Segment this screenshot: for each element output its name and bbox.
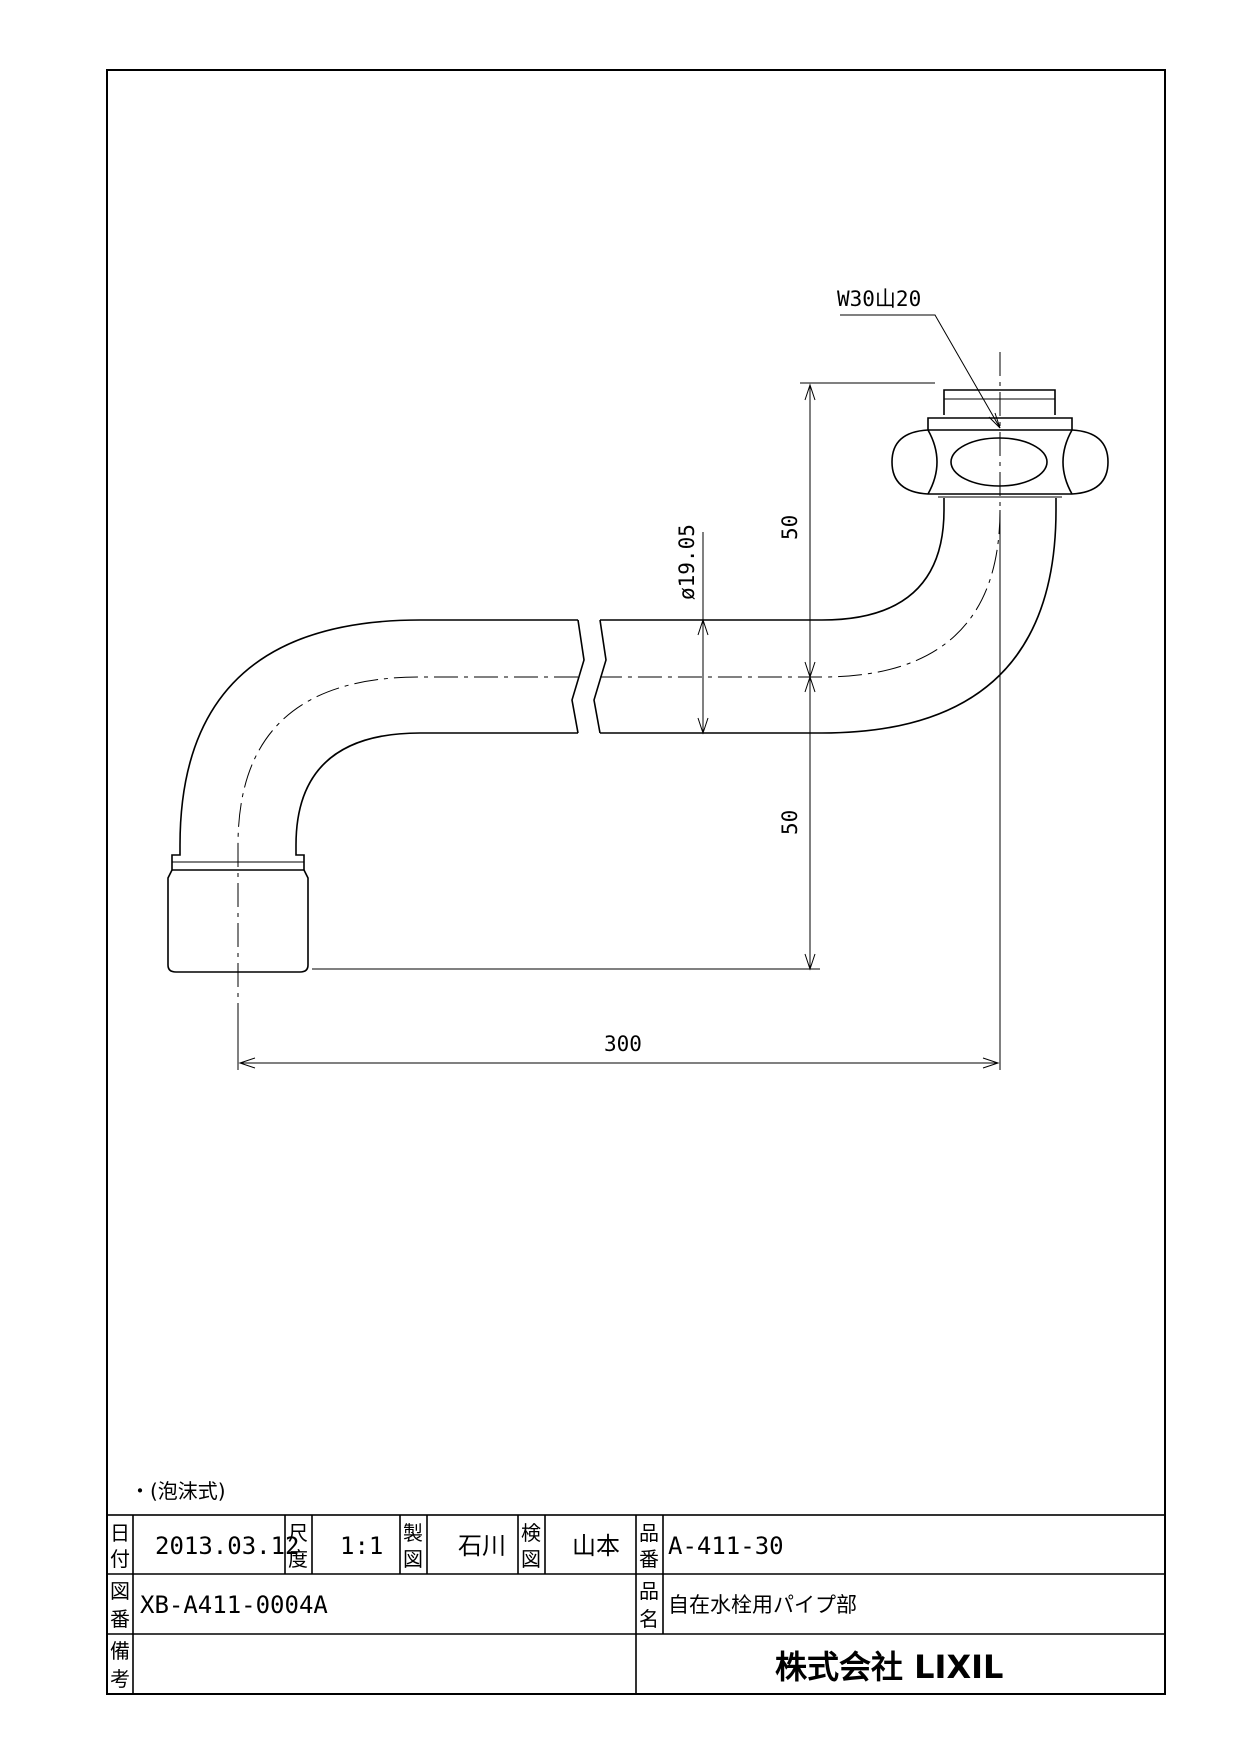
scale-label-2: 度 (288, 1547, 308, 1571)
part-number-label-2: 番 (639, 1547, 659, 1571)
nut-collar (927, 417, 1073, 430)
date-label-1: 日 (110, 1521, 130, 1545)
centerline-lower-bend (237, 676, 578, 1010)
pipe-drawing (167, 389, 1109, 973)
remarks-label-2: 考 (110, 1667, 130, 1691)
drawing-number-value: XB-A411-0004A (140, 1591, 328, 1619)
upper-bend-outer-wall (600, 498, 1057, 734)
remarks-label-1: 備 (110, 1639, 130, 1663)
company-logo: 株式会社 LIXIL (775, 1648, 1003, 1686)
drafter-label-2: 図 (403, 1547, 423, 1571)
width-total-label: 300 (604, 1032, 642, 1056)
thread-stem-outline (943, 389, 1056, 415)
part-name-label-2: 名 (639, 1607, 659, 1631)
scale-value: 1:1 (340, 1532, 383, 1560)
upper-bend-inner-wall (600, 498, 945, 621)
scale-label-1: 尺 (288, 1521, 308, 1545)
part-name-label-1: 品 (639, 1579, 659, 1603)
part-number-value: A-411-30 (668, 1532, 784, 1560)
thread-spec-label: W30山20 (837, 287, 921, 311)
checker-label-2: 図 (521, 1547, 541, 1571)
break-line-left (571, 619, 585, 734)
drawing-number-label-2: 番 (110, 1607, 130, 1631)
break-line-right (593, 619, 607, 734)
lower-bend-outer-wall (179, 619, 578, 846)
centerline-upper-bend (600, 509, 1001, 678)
arrow-300-right (982, 1057, 1000, 1069)
drafter-value: 石川 (458, 1532, 506, 1560)
title-block (106, 1514, 1166, 1695)
drafter-label-1: 製 (403, 1521, 423, 1545)
arrow-down-bottom (804, 953, 816, 971)
drawing-border (106, 69, 1166, 1695)
dimension-lines (237, 314, 1001, 1070)
thread-leader-arrow (988, 412, 1001, 429)
thread-leader-line (840, 314, 1001, 429)
height-lower-label: 50 (778, 810, 802, 835)
foam-type-note: ・(泡沫式) (130, 1479, 226, 1503)
outlet-collar (171, 845, 305, 871)
date-label-2: 付 (110, 1547, 130, 1571)
pipe-centerline (237, 352, 1001, 1010)
arrow-300-left (238, 1057, 256, 1069)
arrow-up-top (804, 383, 816, 401)
nut-lobe-left (927, 429, 938, 495)
checker-label-1: 検 (521, 1521, 541, 1545)
nut-lobe-right (1062, 429, 1073, 495)
checker-value: 山本 (572, 1532, 620, 1560)
lower-bend-inner-wall (295, 732, 578, 846)
nut-lobe-center (950, 437, 1048, 487)
arrow-diameter-bottom (697, 717, 709, 735)
date-value: 2013.03.12 (155, 1532, 300, 1560)
arrow-diameter-top (697, 618, 709, 636)
part-number-label-1: 品 (639, 1521, 659, 1545)
drawing-number-label-1: 図 (110, 1579, 130, 1603)
pipe-diameter-label: ø19.05 (675, 524, 699, 600)
height-upper-label: 50 (778, 515, 802, 540)
arrow-up-mid (804, 675, 816, 693)
part-name-value: 自在水栓用パイプ部 (668, 1593, 857, 1617)
